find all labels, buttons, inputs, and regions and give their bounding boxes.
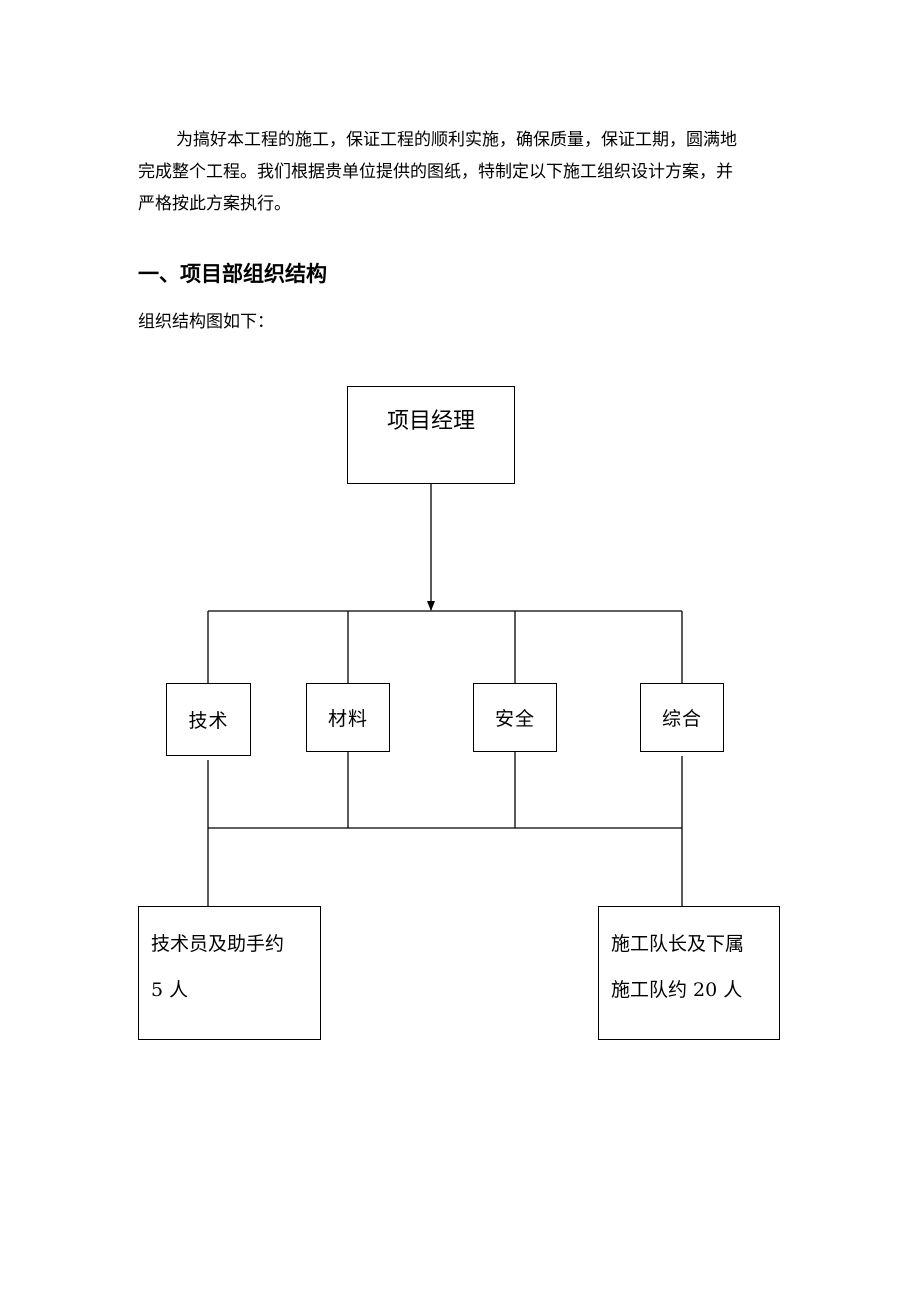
section-subtitle: 组织结构图如下： bbox=[138, 312, 274, 332]
intro-line-2: 完成整个工程。我们根据贵单位提供的图纸，特制定以下施工组织设计方案，并 bbox=[138, 162, 733, 182]
dept-box-tech: 技术 bbox=[166, 683, 251, 756]
team-tech-line-2: 5 人 bbox=[151, 979, 189, 1001]
dept-label-general: 综合 bbox=[661, 708, 702, 730]
intro-paragraph: 为搞好本工程的施工，保证工程的顺利实施，确保质量，保证工期，圆满地 完成整个工程… bbox=[138, 124, 782, 220]
team-construction-line-2: 施工队约 20 人 bbox=[611, 979, 743, 1001]
project-manager-box: 项目经理 bbox=[347, 386, 515, 484]
intro-line-1: 为搞好本工程的施工，保证工程的顺利实施，确保质量，保证工期，圆满地 bbox=[176, 130, 737, 150]
team-tech-line-1: 技术员及助手约 bbox=[151, 933, 285, 955]
team-box-tech: 技术员及助手约 5 人 bbox=[138, 906, 321, 1040]
team-box-construction: 施工队长及下属 施工队约 20 人 bbox=[598, 906, 780, 1040]
dept-box-safety: 安全 bbox=[473, 683, 557, 752]
dept-label-material: 材料 bbox=[327, 708, 368, 730]
dept-label-safety: 安全 bbox=[494, 708, 535, 730]
dept-box-material: 材料 bbox=[306, 683, 390, 752]
dept-box-general: 综合 bbox=[640, 683, 724, 752]
section-heading: 一、项目部组织结构 bbox=[138, 262, 327, 286]
team-construction-line-1: 施工队长及下属 bbox=[611, 933, 745, 955]
project-manager-label: 项目经理 bbox=[386, 409, 475, 434]
intro-line-3: 严格按此方案执行。 bbox=[138, 194, 291, 214]
dept-label-tech: 技术 bbox=[188, 710, 229, 732]
